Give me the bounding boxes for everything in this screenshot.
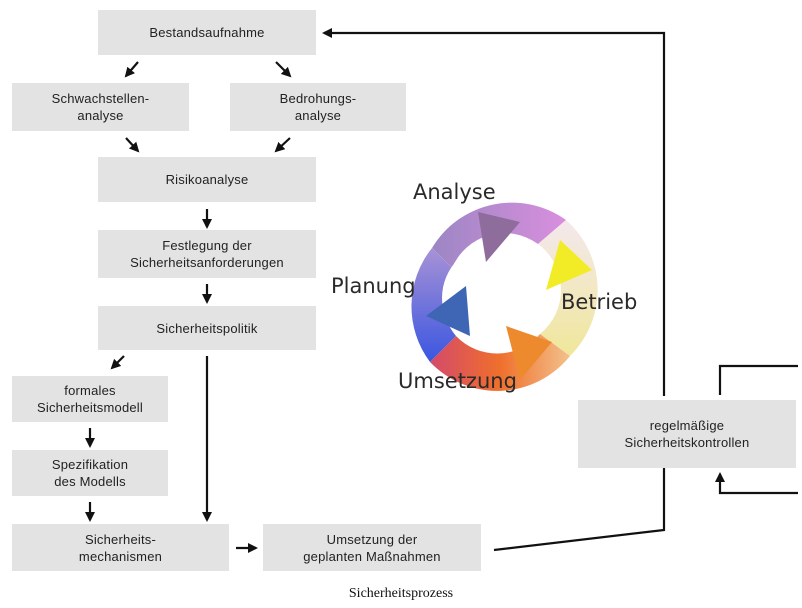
cycle-label-umsetzung: Umsetzung (398, 369, 517, 393)
arrow-bedrohung-to-risiko (274, 137, 291, 153)
arrow-umsetzung-to-kontrollen (493, 456, 669, 552)
box-formales-sicherheitsmodell: formales Sicherheitsmodell (12, 376, 168, 422)
box-bestandsaufnahme: Bestandsaufnahme (98, 10, 316, 55)
cycle-arrow-planung (426, 286, 470, 336)
ring-segment-left (411, 248, 456, 362)
box-bedrohungsanalyse: Bedrohungs- analyse (230, 83, 406, 131)
diagram-caption: Sicherheitsprozess (348, 586, 454, 601)
box-sicherheitsmechanismen: Sicherheits- mechanismen (12, 524, 229, 571)
ring-segment-right (538, 220, 598, 356)
box-spezifikation: Spezifikation des Modells (12, 450, 168, 496)
cycle-label-analyse: Analyse (413, 180, 496, 204)
cycle-arrow-umsetzung (506, 326, 552, 380)
loop-kontrollen-bottom (715, 472, 798, 495)
cycle-ring (411, 202, 598, 391)
arrow-bestand-to-schwachstellen (124, 61, 139, 78)
box-sicherheitskontrollen: regelmäßige Sicherheitskontrollen (578, 400, 796, 468)
box-festlegung: Festlegung der Sicherheitsanforderungen (98, 230, 316, 278)
arrow-schwachstellen-to-risiko (125, 137, 140, 153)
box-risikoanalyse: Risikoanalyse (98, 157, 316, 202)
cycle-label-betrieb: Betrieb (561, 290, 638, 314)
arrow-kontrollen-to-bestand (322, 28, 666, 396)
box-sicherheitspolitik: Sicherheitspolitik (98, 306, 316, 350)
cycle-arrow-analyse (478, 212, 520, 262)
ring-segment-top (432, 202, 566, 268)
box-schwachstellenanalyse: Schwachstellen- analyse (12, 83, 189, 131)
loop-kontrollen-top (718, 364, 798, 395)
cycle-arrow-betrieb (546, 240, 592, 290)
cycle-label-planung: Planung (331, 274, 416, 298)
arrow-politik-to-formales (110, 355, 125, 370)
box-umsetzung-massnahmen: Umsetzung der geplanten Maßnahmen (263, 524, 481, 571)
arrow-bestand-to-bedrohung (275, 61, 292, 78)
